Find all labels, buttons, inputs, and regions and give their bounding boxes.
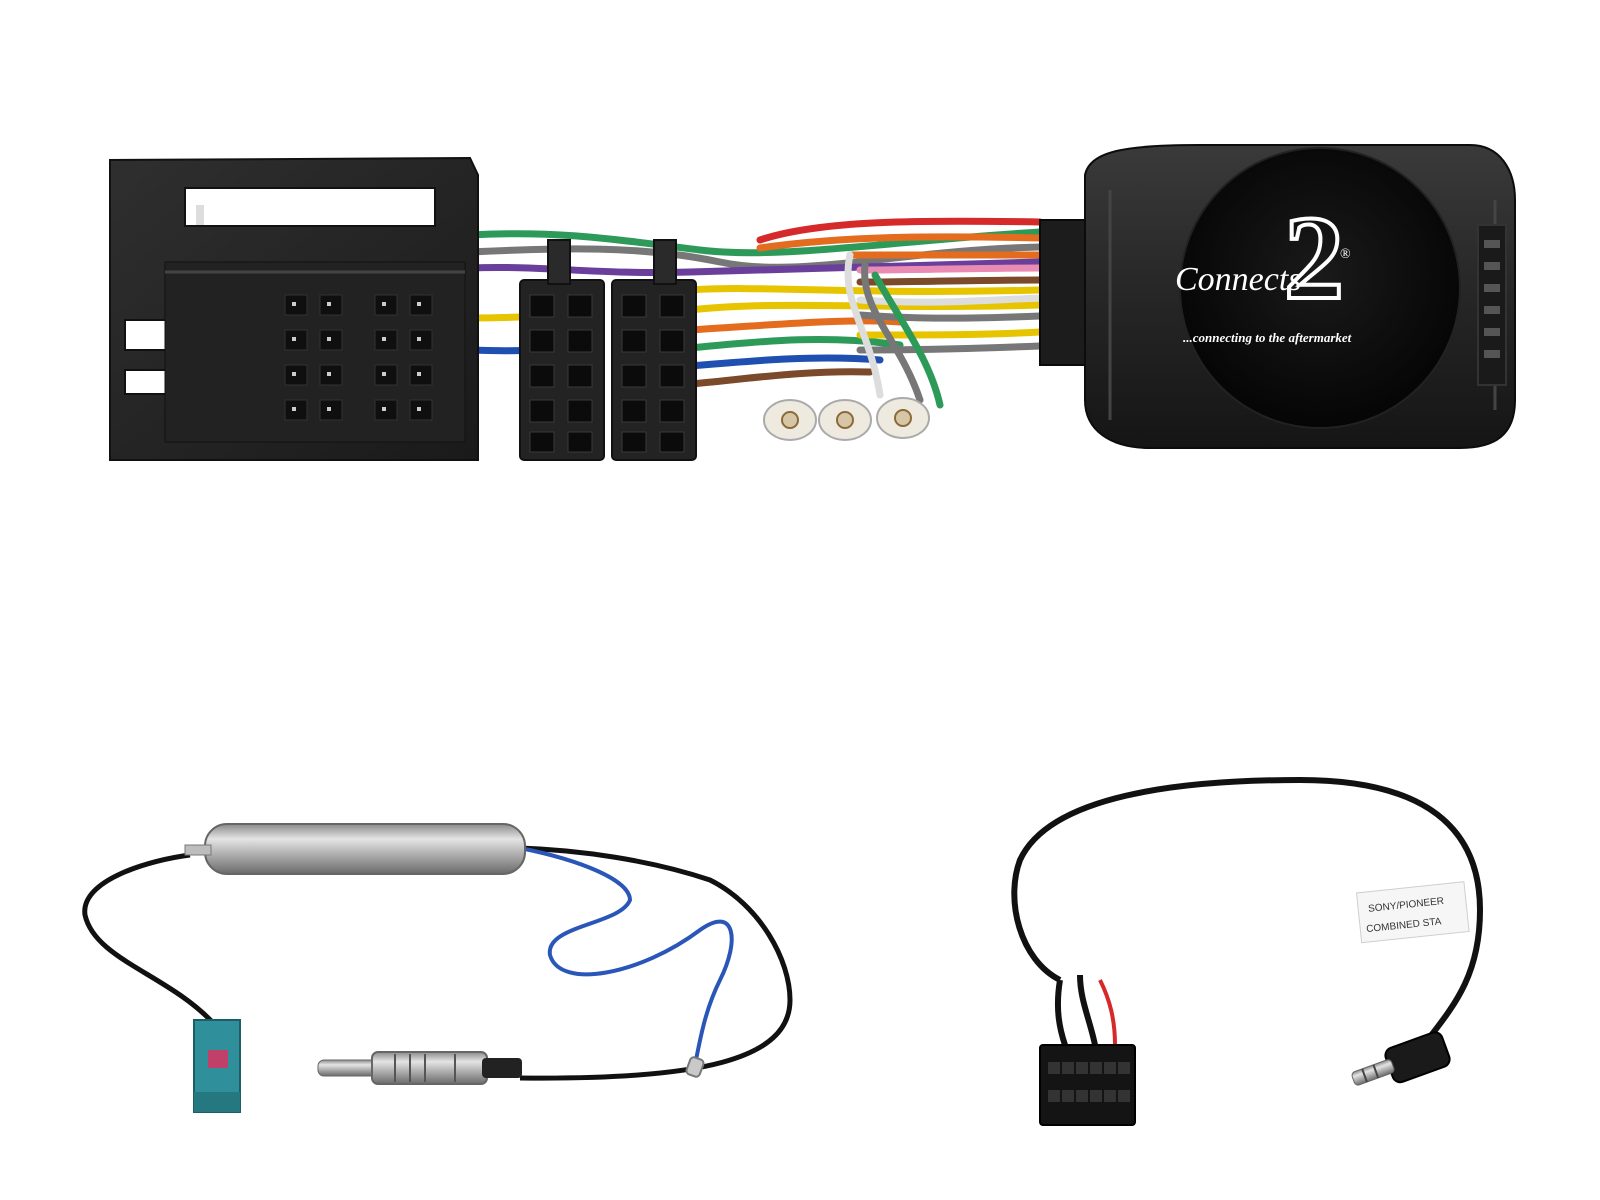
iso-connector-icon — [519, 239, 697, 461]
quadlock-connector-icon — [109, 156, 479, 461]
interface-box-icon — [1039, 144, 1516, 449]
logo-registered-mark: ® — [1340, 247, 1351, 262]
wire-loom — [466, 217, 1044, 409]
patch-lead-icon: SONY/PIONEER COMBINED STA — [1011, 776, 1484, 1126]
logo-numeral: 2 — [1284, 191, 1344, 324]
logo-wordmark: Connects — [1175, 261, 1302, 298]
fakra-adaptor-icon — [82, 823, 793, 1113]
logo-tagline: ...connecting to the aftermarket — [1183, 330, 1352, 345]
rca-sockets-icon — [763, 397, 930, 441]
brand-logo: 2 ® Connects ...connecting to the afterm… — [1175, 189, 1352, 345]
